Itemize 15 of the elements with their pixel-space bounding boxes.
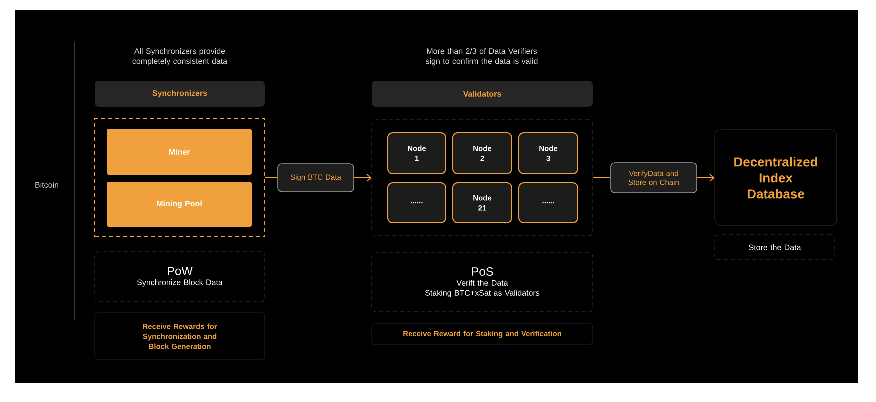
info-box: PoS Verift the Data Staking BTC+xSat as Validators (372, 252, 594, 312)
arrow (354, 174, 372, 182)
caption-text: More than 2/3 of Data Verifiers sign to confirm the data is valid (426, 48, 538, 66)
info-box: PoW Synchronize Block Data (94, 252, 266, 302)
dashed-group-box (372, 120, 594, 236)
dashed-group-box (94, 118, 266, 238)
header-box: Validators (372, 81, 593, 107)
caption-text: Bitcoin (36, 182, 58, 188)
role-box: Miner (107, 129, 252, 175)
arrow (696, 174, 715, 182)
role-box: Mining Pool (107, 182, 252, 227)
database-box: Decentralized Index Database (714, 130, 838, 226)
header-box: Synchronizers (95, 81, 265, 107)
caption-text: All Synchronizers provide completely consistent data (132, 48, 228, 66)
dashed-note-box: Store the Data (714, 234, 836, 260)
